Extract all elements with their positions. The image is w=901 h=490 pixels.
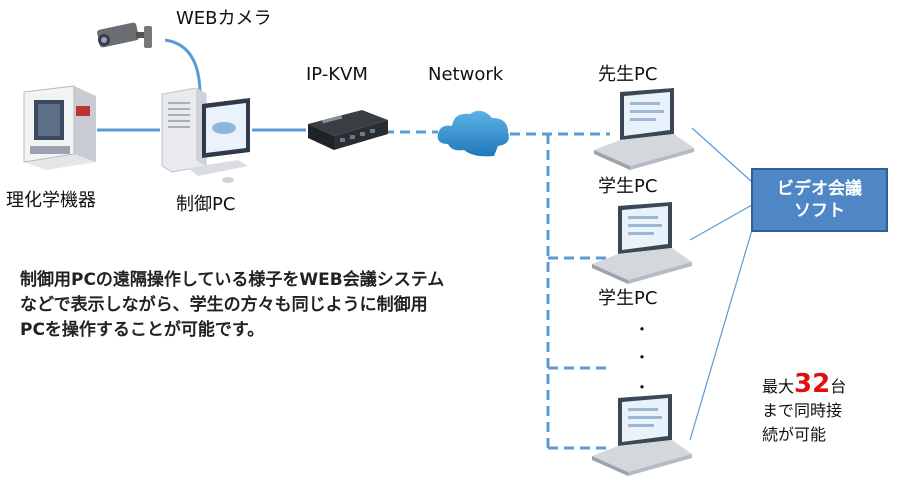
ellipsis-dot: ・ bbox=[634, 320, 651, 339]
max-note-line-1: 最大32台 bbox=[762, 369, 847, 399]
kvm-device-icon bbox=[308, 110, 388, 150]
description-text: 制御用PCの遠隔操作している様子をWEB会議システムなどで表示しながら、学生の方… bbox=[20, 270, 445, 340]
cloud-icon bbox=[437, 110, 509, 157]
student-pc-label-2: 学生PC bbox=[598, 288, 658, 309]
soft-link-3 bbox=[689, 229, 753, 441]
laptop-icon bbox=[592, 394, 692, 476]
max-note-number: 32 bbox=[794, 369, 831, 399]
max-connections-note: 最大32台 まで同時接 続が可能 bbox=[762, 369, 847, 447]
student-pc-label-1: 学生PC bbox=[598, 176, 658, 197]
soft-link-1 bbox=[691, 127, 753, 183]
max-note-line-2: まで同時接 bbox=[762, 401, 843, 420]
max-note-line-3: 続が可能 bbox=[762, 425, 827, 444]
lab-instrument-icon bbox=[23, 85, 96, 170]
ellipsis-dot: ・ bbox=[634, 378, 651, 397]
webcam-icon bbox=[97, 22, 152, 48]
desktop-pc-icon bbox=[161, 88, 250, 183]
control-pc-label: 制御PC bbox=[176, 194, 236, 215]
video-conference-software-box: ビデオ会議 ソフト bbox=[751, 168, 888, 232]
laptop-icon bbox=[594, 88, 694, 170]
ellipsis-dot: ・ bbox=[634, 348, 651, 367]
max-note-prefix: 最大 bbox=[762, 377, 795, 396]
teacher-pc-label: 先生PC bbox=[598, 64, 658, 85]
webcam-link bbox=[164, 38, 202, 96]
software-line-2: ソフト bbox=[794, 201, 845, 221]
webcam-label: WEBカメラ bbox=[176, 8, 272, 29]
software-line-1: ビデオ会議 bbox=[777, 179, 862, 199]
max-note-suffix: 台 bbox=[830, 377, 847, 396]
ipkvm-label: IP-KVM bbox=[306, 64, 368, 85]
network-label: Network bbox=[428, 64, 504, 85]
instrument-label: 理化学機器 bbox=[6, 190, 96, 211]
soft-link-2 bbox=[689, 204, 753, 241]
laptop-icon bbox=[592, 202, 692, 284]
